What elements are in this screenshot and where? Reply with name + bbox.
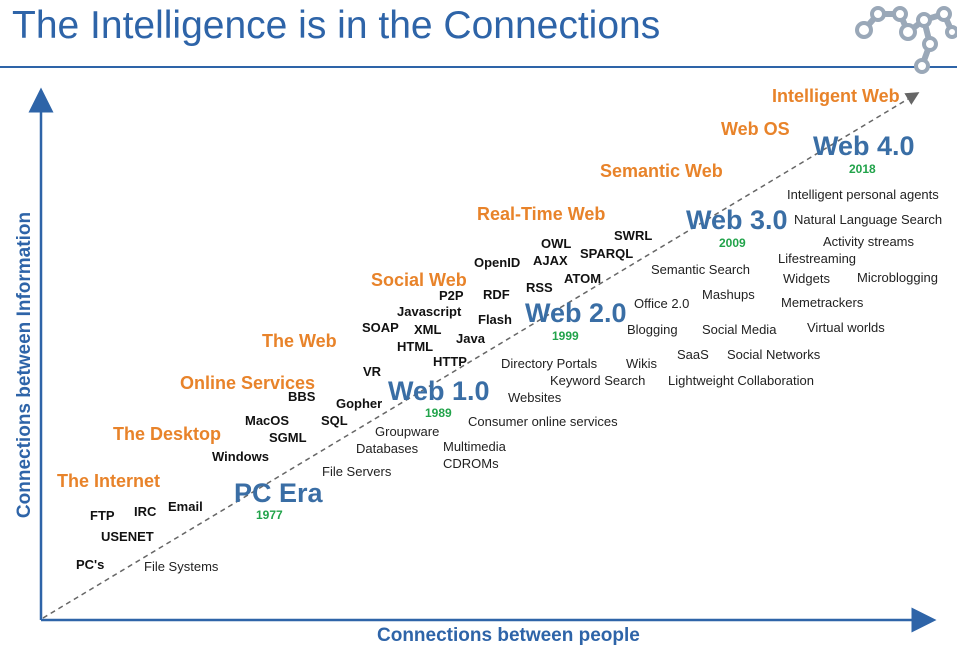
app-cdroms: CDROMs	[443, 456, 499, 471]
tech-sql: SQL	[321, 413, 348, 428]
app-keyword-search: Keyword Search	[550, 373, 646, 388]
era-real-time-web: Real-Time Web	[477, 204, 606, 224]
tech-ajax: AJAX	[533, 253, 568, 268]
app-directory-portals: Directory Portals	[501, 356, 598, 371]
app-intelligent-personal-agents: Intelligent personal agents	[787, 187, 939, 202]
web-3-year: 2009	[719, 236, 746, 250]
era-social-web: Social Web	[371, 270, 467, 290]
app-lifestreaming: Lifestreaming	[778, 251, 857, 266]
app-consumer-online-services: Consumer online services	[468, 414, 618, 429]
web-2-year: 1999	[552, 329, 579, 343]
tech-bbs: BBS	[288, 389, 316, 404]
era-the-web: The Web	[262, 331, 337, 351]
app-semantic-search: Semantic Search	[651, 262, 750, 277]
page-title: The Intelligence is in the Connections	[12, 4, 661, 47]
tech-irc: IRC	[134, 504, 157, 519]
app-social-media: Social Media	[702, 322, 777, 337]
web-2-label: Web 2.0	[525, 298, 627, 328]
title-divider	[0, 66, 957, 68]
tech-rdf: RDF	[483, 287, 510, 302]
app-office-2: Office 2.0	[634, 296, 690, 311]
tech-usenet: USENET	[101, 529, 154, 544]
tech-javascript: Javascript	[397, 304, 462, 319]
x-axis-label: Connections between people	[377, 625, 640, 646]
tech-soap: SOAP	[362, 320, 399, 335]
app-multimedia: Multimedia	[443, 439, 506, 454]
tech-swrl: SWRL	[614, 228, 653, 243]
tech-gopher: Gopher	[336, 396, 383, 411]
tech-ftp: FTP	[90, 508, 115, 523]
y-axis-label: Connections between Information	[14, 211, 35, 519]
app-file-systems: File Systems	[144, 559, 219, 574]
web-1-year: 1989	[425, 406, 452, 420]
tech-p2p: P2P	[439, 288, 464, 303]
app-databases: Databases	[356, 441, 419, 456]
web-4-label: Web 4.0	[813, 131, 915, 161]
era-web-os: Web OS	[721, 119, 790, 139]
app-mashups: Mashups	[702, 287, 755, 302]
app-file-servers: File Servers	[322, 464, 392, 479]
pc-era-label: PC Era	[234, 478, 323, 508]
tech-atom: ATOM	[564, 271, 602, 286]
app-blogging: Blogging	[627, 322, 678, 337]
app-virtual-worlds: Virtual worlds	[807, 320, 885, 335]
tech-pcs: PC's	[76, 557, 105, 572]
web-1-label: Web 1.0	[388, 376, 490, 406]
tech-windows: Windows	[212, 449, 269, 464]
app-groupware: Groupware	[375, 424, 440, 439]
network-molecule-icon	[855, 6, 957, 74]
tech-http: HTTP	[433, 354, 467, 369]
tech-email: Email	[168, 499, 203, 514]
pc-era-year: 1977	[256, 508, 283, 522]
web-4-year: 2018	[849, 162, 876, 176]
app-websites: Websites	[508, 390, 562, 405]
tech-sgml: SGML	[269, 430, 307, 445]
app-activity-streams: Activity streams	[823, 234, 915, 249]
era-semantic-web: Semantic Web	[600, 161, 723, 181]
era-the-internet: The Internet	[57, 471, 161, 491]
era-the-desktop: The Desktop	[113, 424, 222, 444]
tech-macos: MacOS	[245, 413, 290, 428]
tech-openid: OpenID	[474, 255, 521, 270]
tech-owl: OWL	[541, 236, 572, 251]
tech-rss: RSS	[526, 280, 553, 295]
tech-vr: VR	[363, 364, 382, 379]
app-memetrackers: Memetrackers	[781, 295, 864, 310]
trend-diagonal-line	[42, 92, 920, 619]
era-intelligent-web: Intelligent Web	[772, 86, 900, 106]
tech-flash: Flash	[478, 312, 512, 327]
era-online-services: Online Services	[180, 373, 316, 393]
app-social-networks: Social Networks	[727, 347, 821, 362]
tech-sparql: SPARQL	[580, 246, 634, 261]
app-natural-language-search: Natural Language Search	[794, 212, 943, 227]
app-microblogging: Microblogging	[857, 270, 938, 285]
app-lightweight-collaboration: Lightweight Collaboration	[668, 373, 814, 388]
tech-xml: XML	[414, 322, 442, 337]
app-widgets: Widgets	[783, 271, 830, 286]
web-3-label: Web 3.0	[686, 205, 788, 235]
app-saas: SaaS	[677, 347, 709, 362]
app-wikis: Wikis	[626, 356, 658, 371]
tech-java: Java	[456, 331, 485, 346]
tech-html: HTML	[397, 339, 434, 354]
